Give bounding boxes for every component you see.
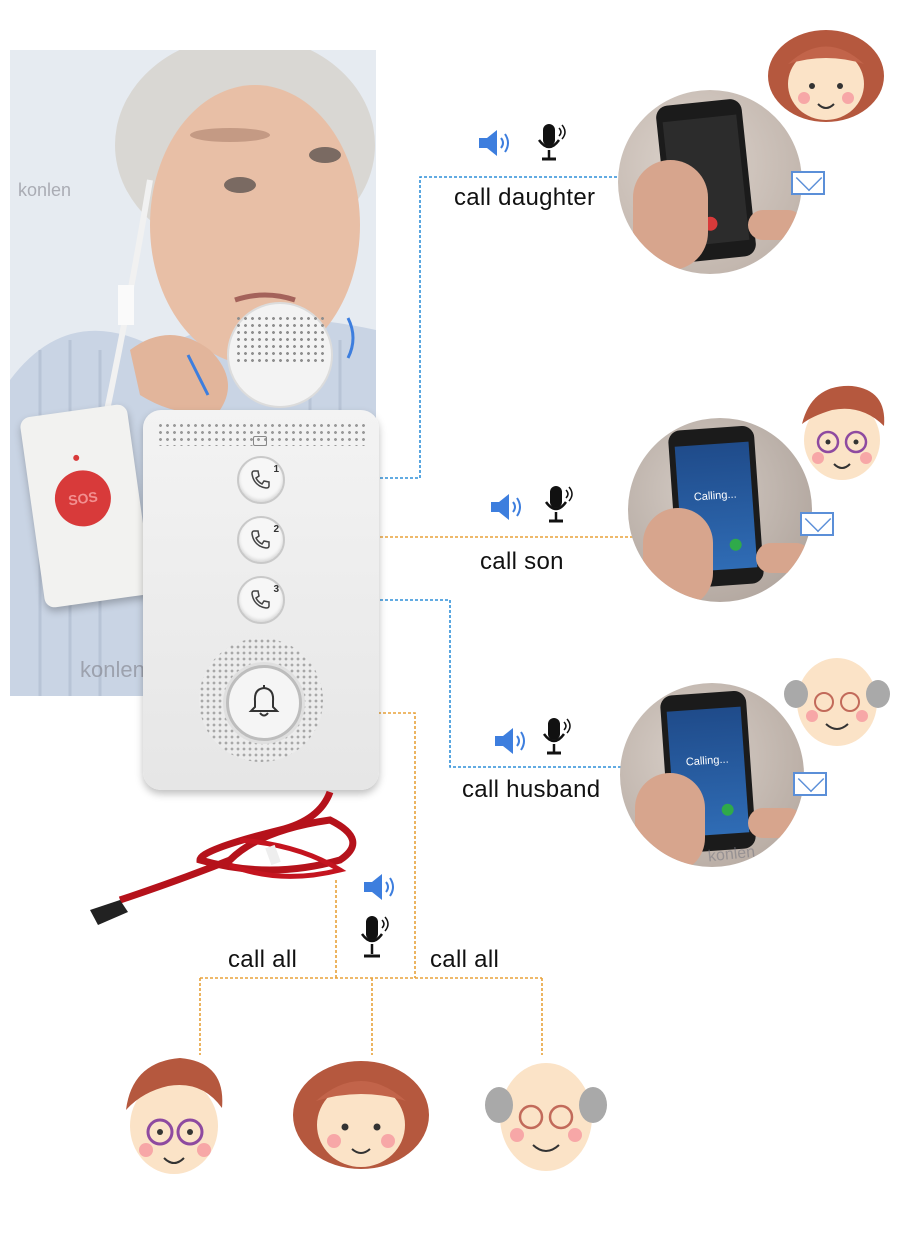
phone-photo-son: Calling... — [628, 418, 812, 602]
thumb — [756, 543, 811, 573]
phone-photo-daughter — [618, 90, 802, 274]
button-number: 1 — [273, 464, 279, 475]
daughter-avatar-bottom — [293, 1061, 429, 1169]
husband-avatar — [784, 658, 890, 746]
call-button-2[interactable]: 2 — [237, 516, 285, 564]
thumb — [748, 808, 803, 838]
microphone-icon — [542, 718, 571, 755]
envelope-icon — [800, 512, 834, 536]
speaker-icon — [479, 130, 509, 156]
battery-icon — [253, 436, 267, 446]
call-button-1[interactable]: 1 — [237, 456, 285, 504]
watermark-bottom: konlen — [80, 657, 145, 682]
red-pull-cord — [90, 790, 357, 925]
phone-icon — [251, 470, 270, 489]
son-avatar — [802, 385, 885, 480]
bell-icon — [248, 685, 280, 717]
phone-icon — [251, 590, 270, 609]
elderly-woman-photo: SOS konlen konlen — [10, 50, 376, 696]
watermark-top: konlen — [18, 180, 72, 200]
thumb — [748, 210, 802, 240]
button-number: 2 — [273, 524, 279, 535]
speaker-grille-closeup — [235, 315, 325, 365]
label-call-son: call son — [480, 548, 564, 575]
hand — [633, 160, 708, 270]
call-button-3[interactable]: 3 — [237, 576, 285, 624]
device-speaker-grille — [157, 422, 365, 446]
accept-icon — [729, 538, 743, 552]
microphone-icon — [360, 916, 389, 958]
envelope-icon — [793, 772, 827, 796]
emergency-call-device: 1 2 3 — [143, 410, 379, 790]
son-avatar-bottom — [126, 1058, 223, 1174]
microphone-icon — [544, 486, 573, 523]
husband-avatar-bottom — [485, 1063, 607, 1171]
accept-icon — [721, 803, 735, 817]
label-call-husband: call husband — [462, 776, 601, 803]
speaker-icon — [495, 728, 525, 754]
button-number: 3 — [273, 584, 279, 595]
calling-text: Calling... — [685, 753, 729, 769]
daughter-avatar — [768, 30, 884, 122]
label-call-all-left: call all — [228, 946, 298, 973]
hand — [643, 508, 713, 602]
emergency-button-ring — [199, 638, 323, 762]
label-call-all-right: call all — [430, 946, 500, 973]
phone-icon — [251, 530, 270, 549]
calling-text: Calling... — [693, 488, 737, 504]
emergency-bell-button[interactable] — [226, 665, 302, 741]
speaker-icon — [491, 494, 521, 520]
speaker-icon — [364, 874, 394, 900]
label-call-daughter: call daughter — [454, 184, 596, 211]
envelope-icon — [791, 171, 825, 195]
phone-photo-husband: Calling... — [620, 683, 804, 867]
hand — [635, 773, 705, 867]
microphone-icon — [537, 124, 566, 161]
